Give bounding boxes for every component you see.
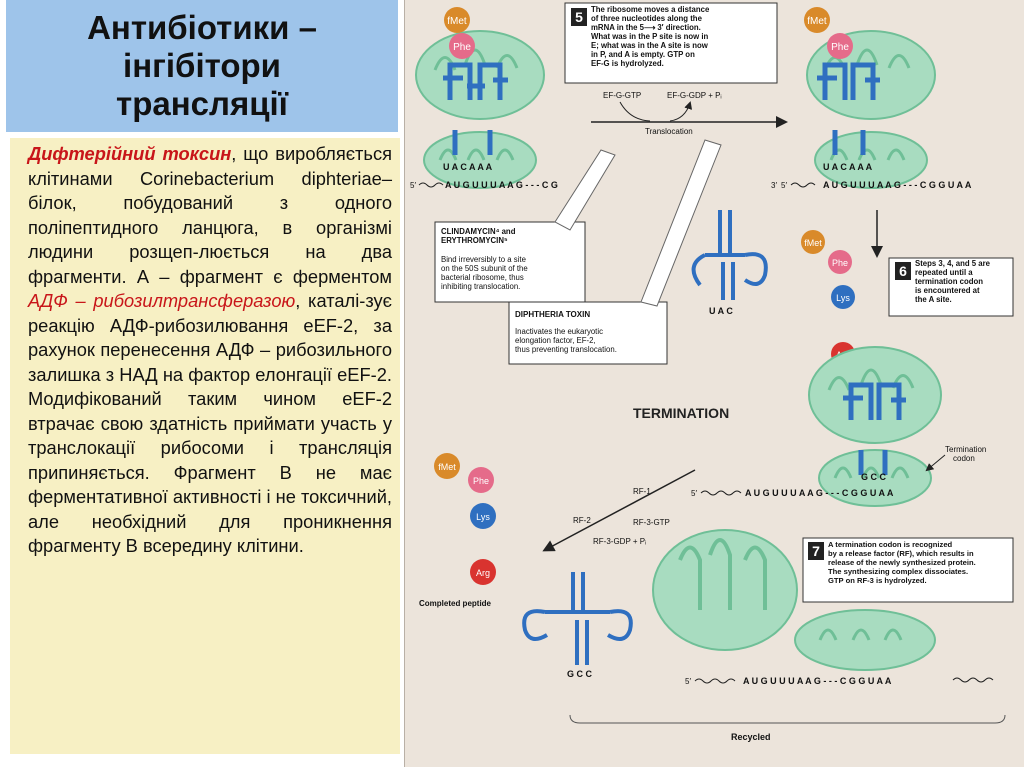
fmet-3-label: fMet	[804, 238, 822, 248]
free-trna-1	[691, 210, 768, 300]
phe-3	[828, 250, 852, 274]
phe-2	[827, 33, 853, 59]
termination-codon-label: Termination codon	[945, 445, 989, 463]
diphtheria-pointer	[640, 139, 722, 307]
body-part-2: , каталі-зує реакцію АДФ-рибозилювання e…	[28, 290, 392, 556]
five-prime-2: 5′	[781, 181, 787, 190]
step5-number: 5	[575, 9, 583, 25]
title-box: Антибіотики – інгібітори трансляції	[6, 0, 398, 132]
diphtheria-box: DIPHTHERIA TOXIN Inactivates the eukaryo…	[508, 301, 668, 365]
ef-g-gdp-label: EF-G-GDP + Pᵢ	[667, 91, 722, 100]
phe-1-label: Phe	[453, 42, 471, 53]
lys-1-label: Lys	[836, 293, 850, 303]
step7-number: 7	[812, 543, 820, 559]
anticodon-2: U A C A A A	[823, 162, 873, 172]
translocation-label: Translocation	[645, 127, 693, 136]
free-trna-anticodon-2: G C C	[567, 669, 593, 679]
rf2-label: RF-2	[573, 516, 591, 525]
rf3-gtp-label: RF-3-GTP	[633, 518, 670, 527]
body-text: Дифтерійний токсин, що виробляється кліт…	[28, 142, 392, 559]
dissociated-small-subunit	[794, 609, 936, 671]
step5-box: 5 The ribosome moves a distance of three…	[564, 2, 778, 84]
five-prime-4: 5′	[685, 677, 691, 686]
diphtheria-text: Inactivates the eukaryotic elongation fa…	[515, 327, 617, 354]
slide-title: Антибіотики – інгібітори трансляції	[87, 9, 317, 122]
lys-2	[470, 503, 496, 529]
arg-2	[470, 559, 496, 585]
termination-label: TERMINATION	[633, 405, 729, 421]
fmet-4	[434, 453, 460, 479]
mrna-2: A U G U U U A A G - - - C G G U A A	[823, 180, 972, 190]
ribosome-1	[415, 30, 545, 189]
free-trna-anticodon: U A C	[709, 306, 733, 316]
anticodon-1: U A C A A A	[443, 162, 493, 172]
ef-g-gtp-label: EF-G-GTP	[603, 91, 641, 100]
clindamycin-title: CLINDAMYCIN⁴ and ERYTHROMYCIN⁵	[441, 227, 518, 245]
phe-4-label: Phe	[473, 476, 489, 486]
lys-2-label: Lys	[476, 512, 490, 522]
free-trna-2	[522, 572, 633, 665]
fmet-2-label: fMet	[807, 16, 827, 27]
anticodon-3: G C C	[861, 472, 887, 482]
rf1-label: RF-1	[633, 487, 651, 496]
mrna-3: A U G U U U A A G - - - C G G U A A	[745, 488, 894, 498]
body-part-1: , що виробляється клітинами Corinebacter…	[28, 143, 392, 287]
phe-1	[449, 33, 475, 59]
step5-text: The ribosome moves a distance of three n…	[591, 5, 711, 68]
recycled-bracket	[569, 714, 1006, 724]
fmet-2	[804, 7, 830, 33]
phe-2-label: Phe	[831, 42, 849, 53]
step6-box: 6 Steps 3, 4, and 5 are repeated until a…	[888, 257, 1014, 317]
step6-number: 6	[899, 263, 907, 279]
lys-1	[831, 285, 855, 309]
phe-3-label: Phe	[832, 258, 848, 268]
five-prime-1: 5′	[410, 181, 416, 190]
body-text-box: Дифтерійний токсин, що виробляється кліт…	[10, 138, 400, 754]
diphtheria-title: DIPHTHERIA TOXIN	[515, 310, 590, 319]
clindamycin-box: CLINDAMYCIN⁴ and ERYTHROMYCIN⁵ Bind irre…	[434, 221, 586, 303]
completed-peptide-label: Completed peptide	[419, 599, 492, 608]
clindamycin-text: Bind irreversibly to a site on the 50S s…	[441, 255, 530, 291]
five-prime-3: 5′	[691, 489, 697, 498]
arg-2-label: Arg	[476, 568, 490, 578]
ribosome-3	[808, 346, 942, 507]
translation-diagram: fMet Phe U A C A A A 5′ A U G U U U A A …	[404, 0, 1024, 767]
fmet-4-label: fMet	[438, 462, 456, 472]
mrna-1: A U G U U U A A G - - - C G	[445, 180, 558, 190]
rf3-gdp-label: RF-3-GDP + Pᵢ	[593, 537, 646, 546]
fmet-1	[444, 7, 470, 33]
fmet-1-label: fMet	[447, 16, 467, 27]
step6-text: Steps 3, 4, and 5 are repeated until a t…	[915, 259, 992, 304]
step7-text: A termination codon is recognized by a r…	[828, 540, 978, 585]
three-prime-1: 3′	[771, 181, 777, 190]
fmet-3	[801, 230, 825, 254]
clindamycin-pointer	[554, 149, 616, 231]
toxin-name: Дифтерійний токсин	[28, 143, 232, 164]
phe-4	[468, 467, 494, 493]
diagram-svg: fMet Phe U A C A A A 5′ A U G U U U A A …	[410, 2, 1014, 742]
dissociated-large-subunit	[652, 529, 798, 651]
enzyme-name: АДФ – рибозилтрансферазою	[28, 290, 296, 311]
step7-box: 7 A termination codon is recognized by a…	[802, 537, 1014, 603]
recycled-label: Recycled	[731, 732, 771, 742]
mrna-4: A U G U U U A A G - - - C G G U A A	[743, 676, 892, 686]
